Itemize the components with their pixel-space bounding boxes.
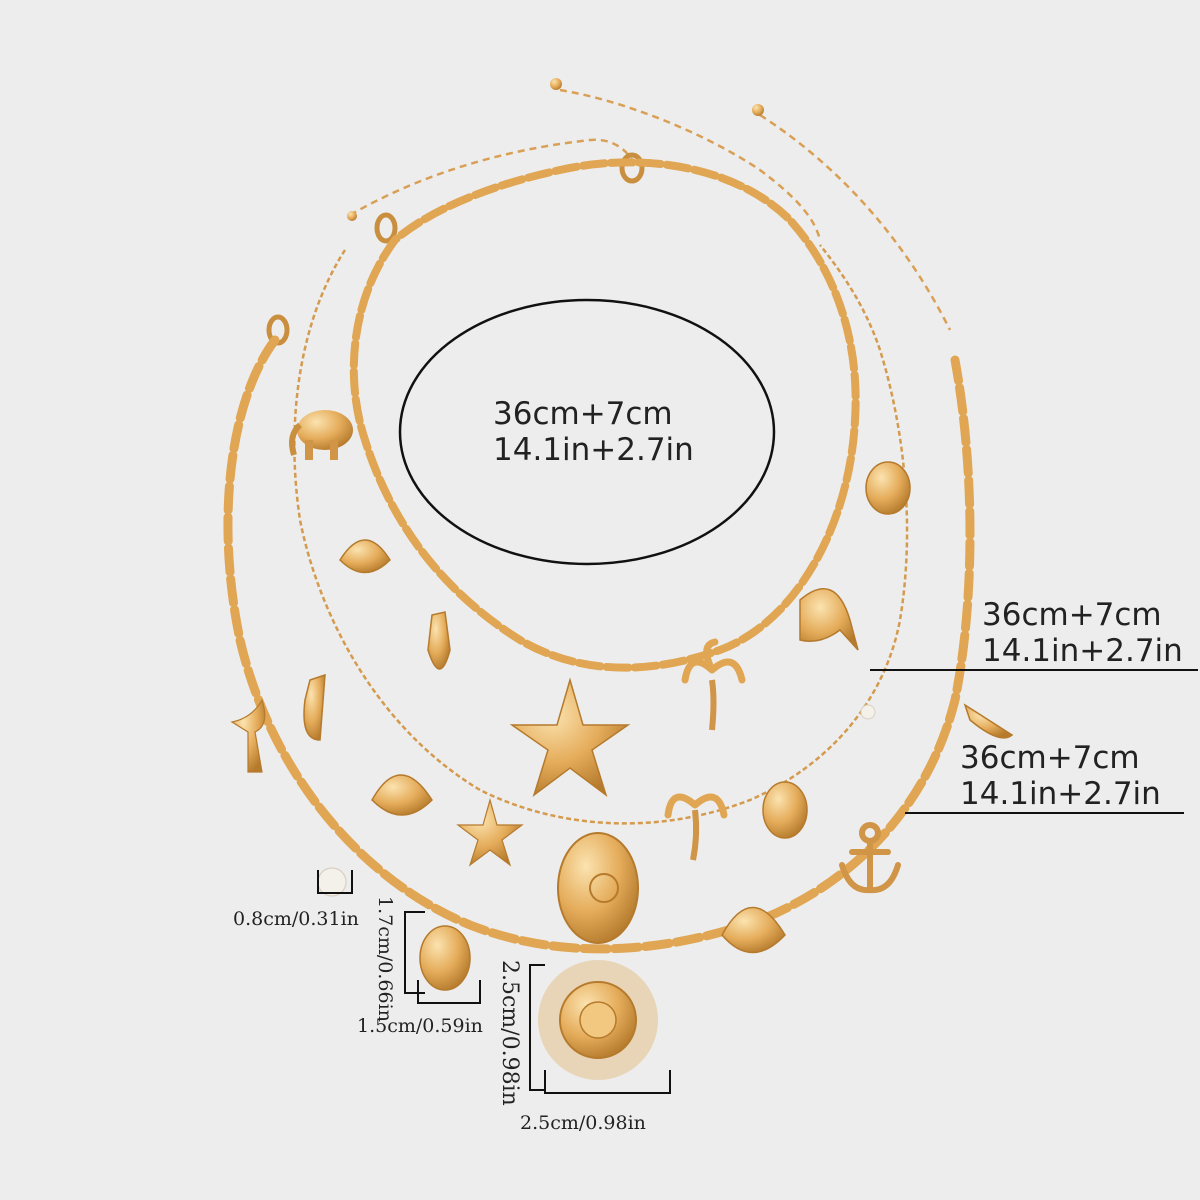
length-oval xyxy=(398,298,776,566)
oval-length-line1: 36cm+7cm xyxy=(493,396,673,432)
mid-length-line2: 14.1in+2.7in xyxy=(982,633,1183,669)
turtle-height-label: 1.7cm/0.66in xyxy=(374,896,396,1022)
low-length-line2: 14.1in+2.7in xyxy=(960,776,1161,812)
sun-height-label: 2.5cm/0.98in xyxy=(497,960,522,1106)
inner-chain xyxy=(349,158,860,672)
starfish-icon xyxy=(456,797,524,867)
oval-length-line2: 14.1in+2.7in xyxy=(493,432,694,468)
lobster-clasps xyxy=(266,152,645,346)
turtle-icon xyxy=(762,781,808,839)
conch-icon xyxy=(427,611,451,670)
pearl-size-label: 0.8cm/0.31in xyxy=(233,908,359,930)
turtle-icon xyxy=(419,925,471,991)
anchor-icon xyxy=(839,822,901,894)
sun-height-bracket xyxy=(529,964,545,1091)
mid-length-line1: 36cm+7cm xyxy=(982,597,1162,633)
turtle-icon xyxy=(865,461,911,515)
spiral-shell-icon xyxy=(557,832,639,944)
turtle-width-bracket xyxy=(417,980,481,1004)
starfish-icon xyxy=(509,677,631,797)
scallop-shell-icon xyxy=(371,774,433,816)
sun-width-bracket xyxy=(544,1070,671,1094)
turtle-height-bracket xyxy=(404,911,425,994)
middle-chain xyxy=(293,244,909,825)
chain-end-beads xyxy=(347,78,764,221)
scallop-shell-icon xyxy=(339,539,391,574)
sun-icon xyxy=(538,960,658,1080)
palm-tree-icon xyxy=(664,793,728,861)
whale-tail-icon xyxy=(230,698,266,773)
dolphin-icon xyxy=(799,588,859,651)
turtle-width-label: 1.5cm/0.59in xyxy=(357,1015,483,1037)
pearl-icon xyxy=(860,704,876,720)
low-length-line1: 36cm+7cm xyxy=(960,740,1140,776)
pearl-size-bracket xyxy=(317,870,353,894)
palm-tree-icon xyxy=(681,638,746,731)
pearl-icon xyxy=(317,867,347,897)
elephant-icon xyxy=(289,410,353,460)
outer-chain xyxy=(223,335,975,954)
scallop-shell-icon xyxy=(721,906,786,954)
sun-width-label: 2.5cm/0.98in xyxy=(520,1112,646,1134)
spiral-shell-icon xyxy=(963,703,1014,739)
extender-chains xyxy=(349,88,952,331)
conch-icon xyxy=(303,673,326,741)
